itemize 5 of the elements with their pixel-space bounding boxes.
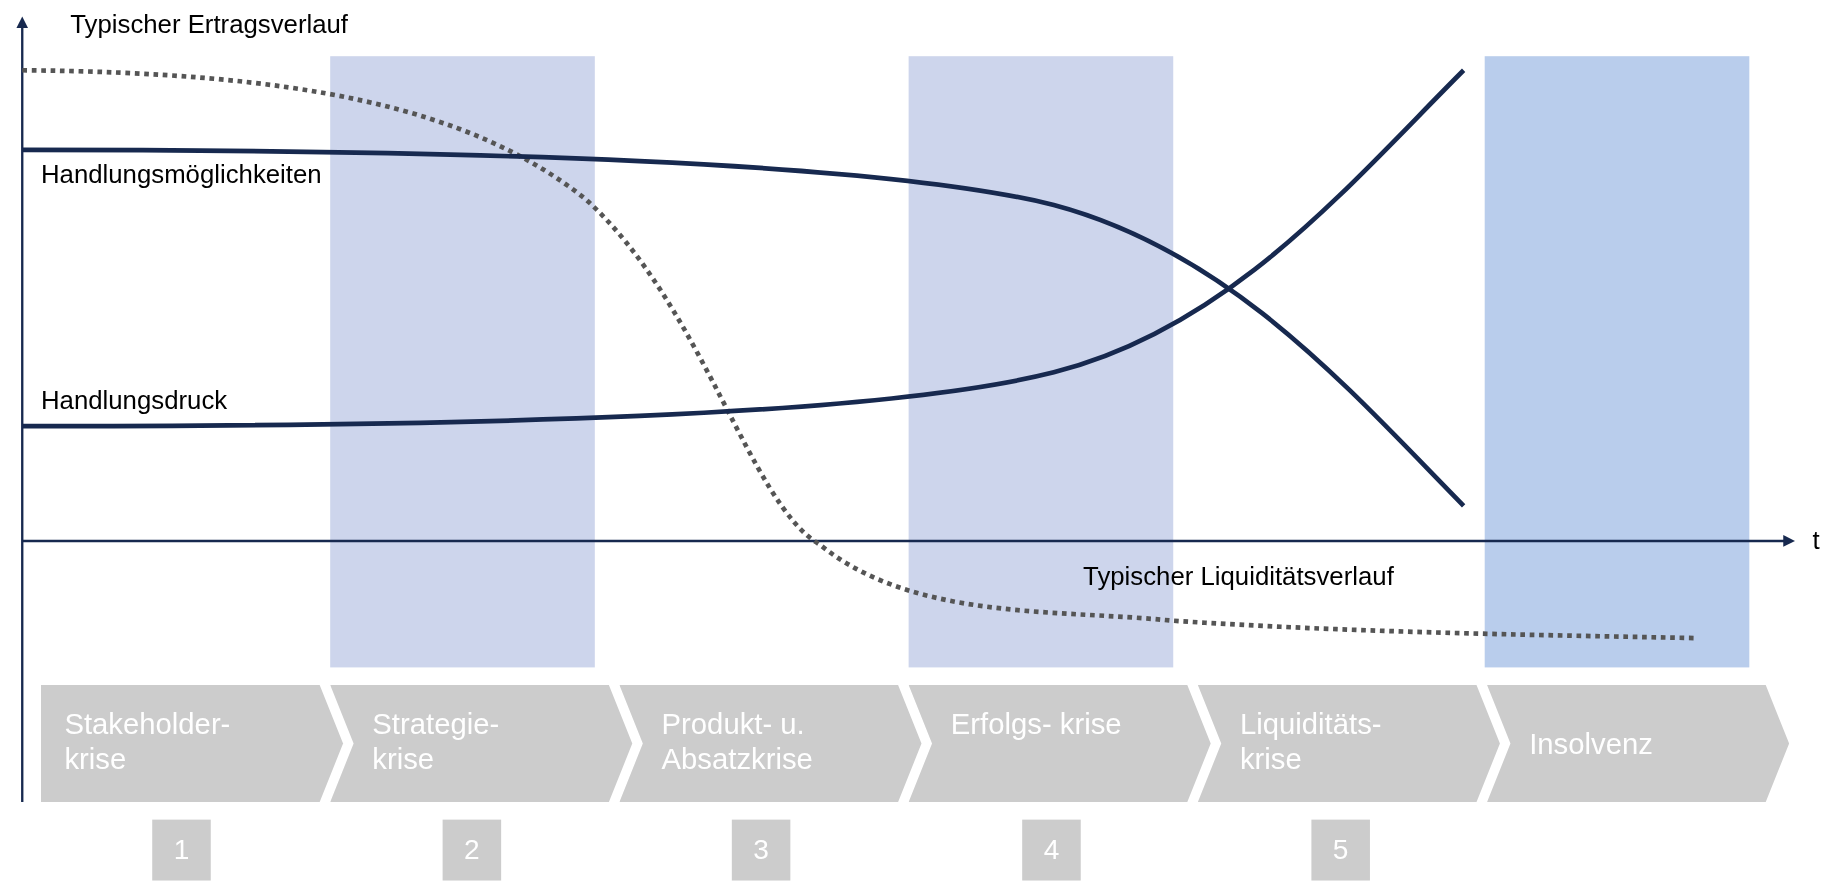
curve-label: Handlungsmöglichkeiten: [41, 161, 322, 188]
curve-label: Handlungsdruck: [41, 387, 228, 414]
axis-title: Typischer Ertragsverlauf: [70, 11, 348, 38]
axis-title: Typischer Liquiditätsverlauf: [1083, 564, 1394, 591]
axis-label: t: [1812, 528, 1820, 554]
